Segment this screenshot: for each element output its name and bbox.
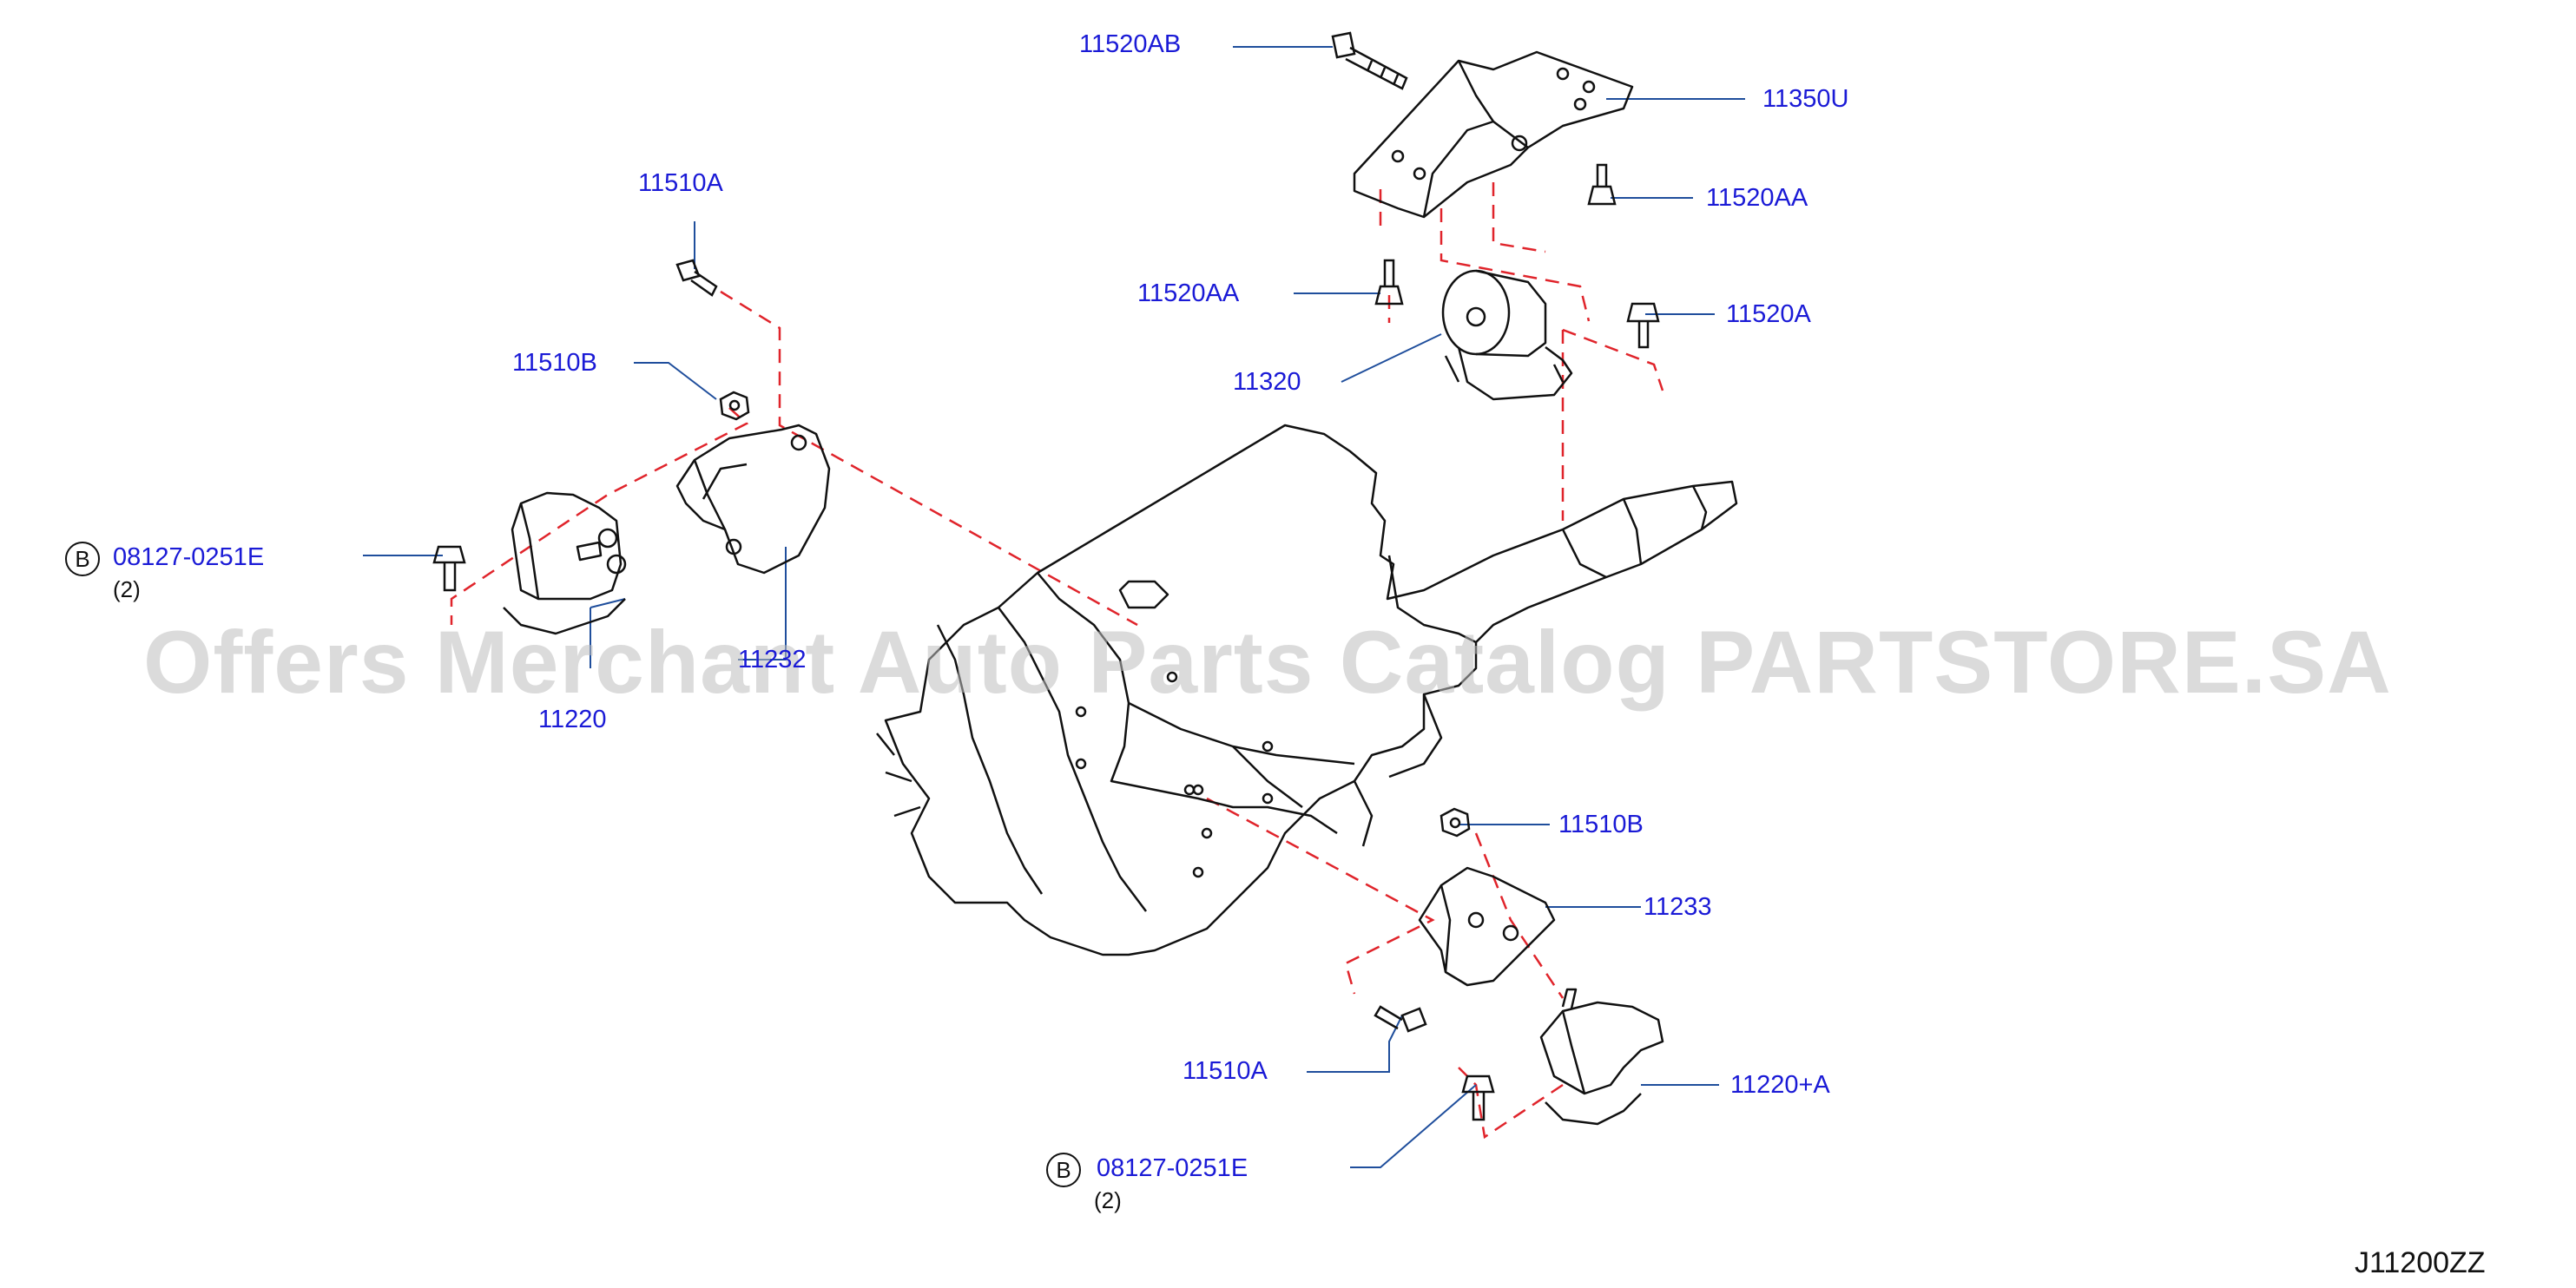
quantity-label-top: (2): [113, 576, 141, 602]
left-engine-insulator: [503, 491, 627, 635]
part-label-11520AA-left[interactable]: 11520AA: [1137, 279, 1240, 307]
part-label-11510A-bottom[interactable]: 11510A: [1183, 1057, 1268, 1085]
part-label-11350U[interactable]: 11350U: [1762, 85, 1849, 113]
bolt-11520AB: [1331, 31, 1408, 90]
part-label-11510A-top[interactable]: 11510A: [638, 169, 723, 197]
leader-lines: [363, 46, 1745, 1168]
quantity-label-bottom: (2): [1094, 1187, 1122, 1213]
part-label-11520A[interactable]: 11520A: [1726, 300, 1811, 328]
part-label-11510B-bottom[interactable]: 11510B: [1558, 811, 1644, 838]
bolt-11520A: [1626, 302, 1660, 349]
callout-b-bottom: B: [1046, 1153, 1081, 1187]
part-label-08127-bottom[interactable]: 08127-0251E: [1097, 1154, 1248, 1182]
part-label-08127-top[interactable]: 08127-0251E: [113, 543, 265, 571]
rear-crossmember-bracket: [1353, 50, 1634, 219]
part-label-11220[interactable]: 11220: [538, 706, 607, 733]
right-engine-insulator: [1539, 988, 1664, 1126]
part-label-11520AA-right[interactable]: 11520AA: [1706, 184, 1808, 212]
bolt-11520AA-left: [1374, 259, 1404, 306]
bolt-08127-top: [432, 545, 466, 592]
bolt-11510A-bottom: [1374, 1005, 1427, 1033]
bolt-08127-bottom: [1461, 1074, 1495, 1121]
engine-transmission: [876, 424, 1738, 956]
part-label-11232[interactable]: 11232: [738, 646, 807, 674]
nut-11510B-bottom: [1440, 807, 1471, 838]
part-label-11320[interactable]: 11320: [1233, 368, 1301, 396]
part-label-11220A[interactable]: 11220+A: [1730, 1071, 1830, 1099]
watermark-text: Offers Merchant Auto Parts Catalog PARTS…: [143, 613, 2392, 712]
right-engine-bracket: [1418, 866, 1556, 987]
diagram-code: J11200ZZ: [2355, 1246, 2486, 1279]
part-label-11510B-top[interactable]: 11510B: [512, 349, 597, 377]
rear-mount-insulator: [1441, 269, 1573, 401]
bolt-11510A-top: [675, 259, 718, 297]
left-engine-bracket: [675, 424, 831, 575]
part-label-11520AB[interactable]: 11520AB: [1079, 30, 1182, 58]
callout-b-top: B: [65, 542, 100, 576]
nut-11510B-top: [719, 391, 750, 421]
part-label-11233[interactable]: 11233: [1644, 893, 1712, 921]
bolt-11520AA-right: [1587, 163, 1617, 206]
